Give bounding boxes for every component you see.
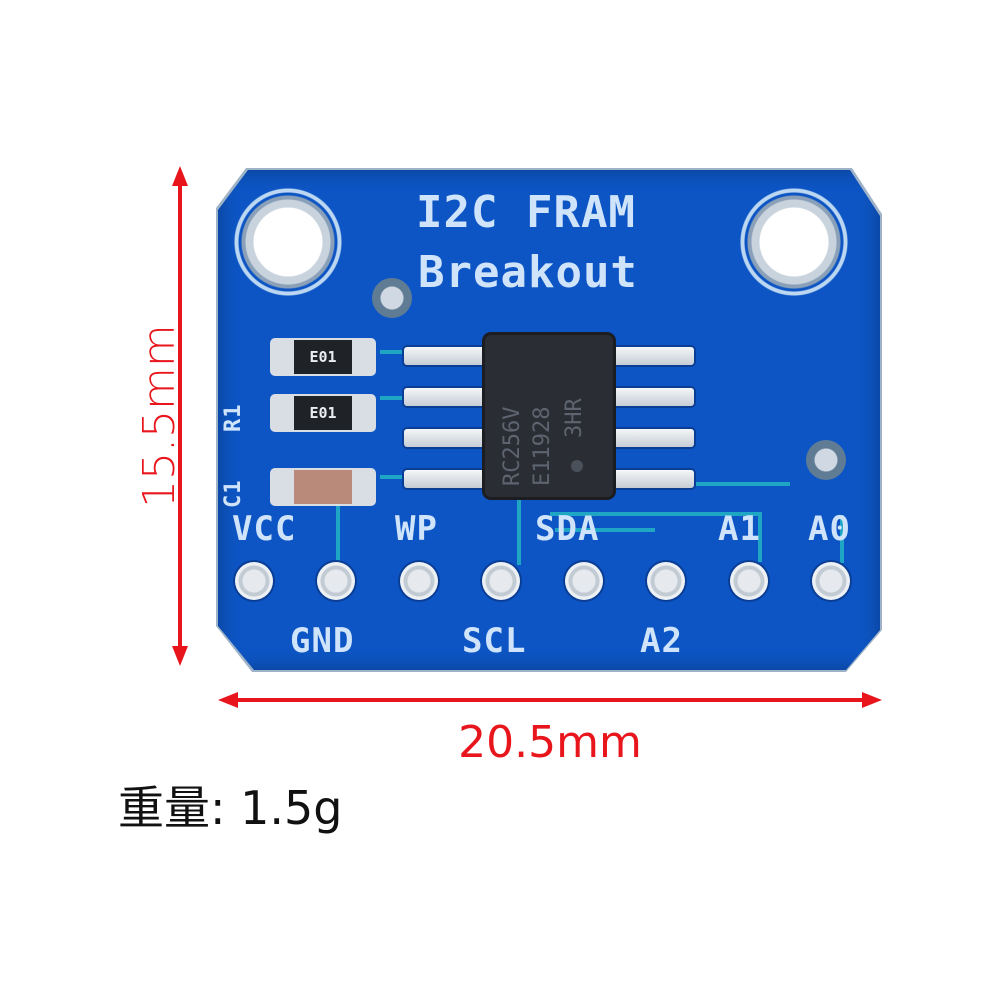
arrow-down-icon — [172, 646, 188, 666]
resistor-1: E01 — [270, 338, 376, 376]
chip-pin — [612, 470, 694, 488]
arrow-left-icon — [218, 692, 238, 708]
trace-a2 — [555, 528, 655, 532]
trace-a1-down — [758, 512, 762, 562]
trace — [380, 475, 410, 479]
board-title-line2: Breakout — [418, 247, 638, 298]
height-label: 15.5mm — [134, 324, 185, 508]
width-dimension-line — [230, 698, 870, 702]
header-pad-a2 — [647, 562, 685, 600]
resistor-2: E01 — [270, 394, 376, 432]
mount-hole-left — [232, 186, 344, 298]
capacitor — [270, 468, 376, 506]
chip-pin — [612, 429, 694, 447]
pin-label-a1: A1 — [718, 509, 761, 549]
chip-marking-line2: E11928 — [530, 406, 555, 486]
chip-pin — [612, 388, 694, 406]
pin-label-sda: SDA — [535, 509, 600, 549]
resistor-marking: E01 — [294, 340, 352, 374]
chip-pin — [404, 429, 486, 447]
header-pad-scl — [482, 562, 520, 600]
board-title-line1: I2C FRAM — [416, 187, 636, 238]
pin-label-wp: WP — [395, 509, 438, 549]
chip-pin — [404, 347, 486, 365]
arrow-up-icon — [172, 166, 188, 186]
pin-label-vcc: VCC — [232, 509, 297, 549]
chip-marking-line1: RC256V — [500, 406, 525, 486]
header-pad-sda — [565, 562, 603, 600]
via-right — [806, 440, 846, 480]
width-label: 20.5mm — [458, 717, 642, 768]
trace — [380, 396, 410, 400]
weight-label: 重量: 1.5g — [118, 781, 343, 835]
capacitor-body — [294, 470, 352, 504]
c1-label: C1 — [221, 479, 246, 509]
pin1-dot — [571, 460, 583, 472]
fram-chip — [485, 335, 613, 497]
trace-a0 — [840, 515, 844, 563]
header-pad-vcc — [235, 562, 273, 600]
header-pad-a0 — [812, 562, 850, 600]
pin-label-scl: SCL — [462, 621, 527, 661]
pin-label-gnd: GND — [290, 621, 355, 661]
trace-scl — [517, 497, 521, 565]
via-top — [372, 278, 412, 318]
trace — [380, 350, 410, 354]
height-dimension-line — [178, 172, 182, 660]
arrow-right-icon — [862, 692, 882, 708]
header-pad-gnd — [317, 562, 355, 600]
pin-label-a2: A2 — [640, 621, 683, 661]
trace — [690, 482, 790, 486]
trace-a1 — [550, 512, 760, 516]
chip-marking: RC256V E11928 3HR — [500, 348, 600, 486]
trace-gnd — [336, 505, 340, 575]
resistor-marking: E01 — [294, 396, 352, 430]
chip-marking-line3: 3HR — [562, 398, 587, 438]
pin-label-a0: A0 — [808, 509, 851, 549]
chip-pin — [404, 470, 486, 488]
mount-hole-right — [738, 186, 850, 298]
chip-pin — [612, 347, 694, 365]
r1-label: R1 — [221, 403, 246, 433]
header-pad-wp — [400, 562, 438, 600]
chip-pin — [404, 388, 486, 406]
header-pad-a1 — [730, 562, 768, 600]
